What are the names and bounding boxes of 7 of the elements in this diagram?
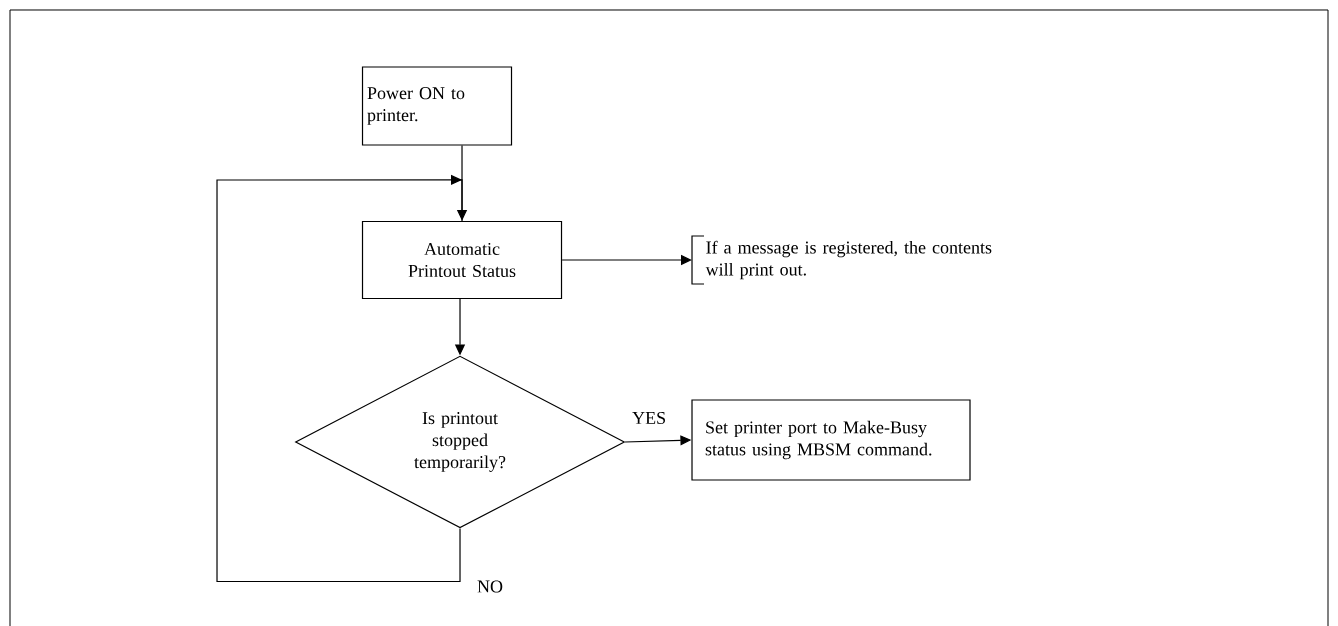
edge-label: NO: [476, 579, 504, 594]
process-box: Set printer port to Make-Busy status using MBSM command.: [691, 399, 971, 481]
arrow: [216, 174, 463, 583]
process-box: Automatic Printout Status: [361, 220, 563, 300]
process-box: Power ON to printer.: [361, 66, 513, 146]
bracket-note: If a message is registered, the contents will print out.: [691, 235, 992, 285]
edge-label: YES: [631, 410, 668, 426]
